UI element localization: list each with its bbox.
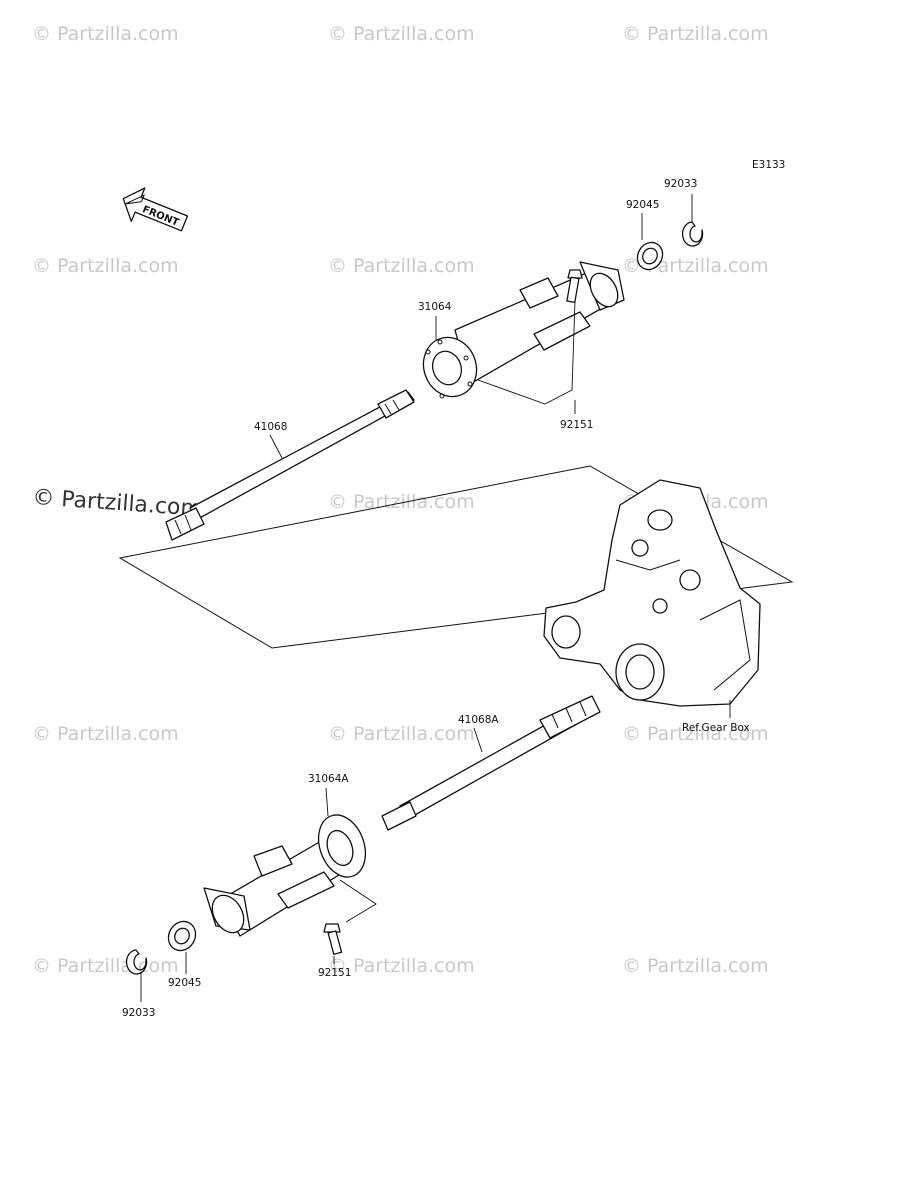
watermark-text: © Partzilla.com <box>328 491 475 513</box>
part-label-lower-seal: 92045 <box>168 977 201 989</box>
lower-bolt <box>323 923 343 955</box>
watermark-text: © Partzilla.com <box>622 23 769 45</box>
leader-line <box>339 879 377 923</box>
watermark-text: © Partzilla.com <box>328 23 475 45</box>
part-label-lower-housing: 31064A <box>308 773 349 785</box>
upper-housing <box>422 261 625 399</box>
watermark-text: © Partzilla.com <box>32 723 179 745</box>
upper-circlip <box>681 221 704 247</box>
upper-seal <box>636 241 664 271</box>
part-label-upper-seal: 92045 <box>626 199 659 211</box>
part-label-upper-shaft: 41068 <box>254 421 287 433</box>
watermark-text: © Partzilla.com <box>32 255 179 277</box>
watermark-text: © Partzilla.com <box>622 723 769 745</box>
part-label-upper-housing: 31064 <box>418 301 452 313</box>
watermark-text: © Partzilla.com <box>32 23 179 45</box>
upper-shaft <box>165 389 415 541</box>
watermark-text: © Partzilla.com <box>328 723 475 745</box>
lower-shaft <box>381 695 601 831</box>
leader-line <box>477 299 576 405</box>
watermarks: © Partzilla.com © Partzilla.com © Partzi… <box>32 23 769 977</box>
upper-bolt <box>566 269 583 303</box>
part-label-lower-shaft: 41068A <box>458 714 499 726</box>
lower-seal <box>167 920 197 952</box>
part-label-upper-bolt: 92151 <box>560 419 593 431</box>
part-label-lower-circlip: 92033 <box>122 1007 155 1019</box>
group-frame <box>118 465 794 649</box>
watermark-text: © Partzilla.com <box>622 955 769 977</box>
ref-gear-box-label: Ref.Gear Box <box>682 722 750 734</box>
watermark-text: © Partzilla.com <box>32 955 179 977</box>
watermark-text: © Partzilla.com <box>328 255 475 277</box>
gear-box <box>543 479 761 707</box>
lower-housing <box>203 814 367 937</box>
diagram-code: E3133 <box>752 159 785 171</box>
front-arrow-icon: FRONT <box>122 187 189 232</box>
leader-line <box>325 787 329 817</box>
part-label-lower-bolt: 92151 <box>318 967 351 979</box>
leader-line <box>269 434 283 459</box>
watermark-text: © Partzilla.com <box>328 955 475 977</box>
part-label-upper-circlip: 92033 <box>664 178 697 190</box>
leader-line <box>473 727 483 753</box>
